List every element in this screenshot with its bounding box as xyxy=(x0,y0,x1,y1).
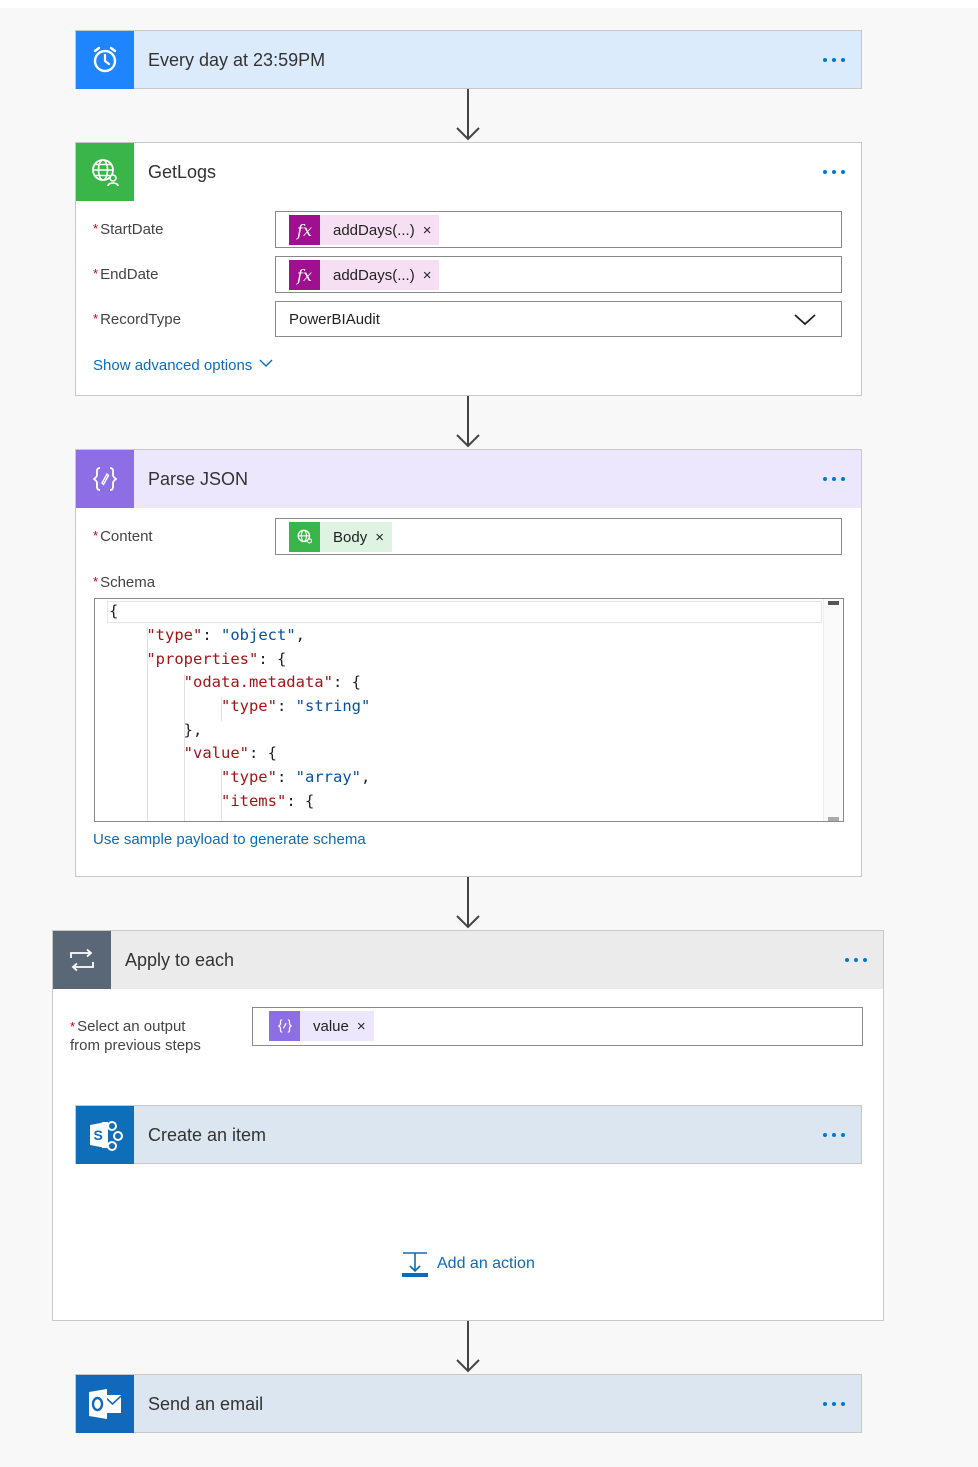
parse-json-card: Parse JSON *Content Body × *Schema { "ty xyxy=(75,449,862,877)
expression-token[interactable]: fx addDays(...) × xyxy=(289,260,440,290)
card-title: Every day at 23:59PM xyxy=(148,49,326,70)
apply-to-each-header[interactable]: Apply to each xyxy=(53,931,883,989)
enddate-field[interactable]: fx addDays(...) × xyxy=(275,256,842,293)
use-sample-payload-link[interactable]: Use sample payload to generate schema xyxy=(93,831,366,848)
add-action-button[interactable]: Add an action xyxy=(401,1250,535,1278)
remove-token-icon[interactable]: × xyxy=(422,221,432,239)
code-line: "odata.metadata": { xyxy=(183,673,361,691)
arrow-down-icon xyxy=(456,1321,480,1373)
startdate-field[interactable]: fx addDays(...) × xyxy=(275,211,842,248)
apply-to-each-card: Apply to each *Select an output from pre… xyxy=(52,930,884,1321)
arrow-down-icon xyxy=(456,396,480,448)
top-band xyxy=(0,0,978,8)
code-line: }, xyxy=(109,721,203,739)
code-line: "value": { xyxy=(183,744,277,762)
startdate-label: *StartDate xyxy=(93,221,164,238)
alarm-clock-icon xyxy=(76,31,134,89)
more-options-button[interactable] xyxy=(823,477,845,481)
getlogs-card: GetLogs *StartDate fx addDays(...) × *En… xyxy=(75,142,862,396)
sharepoint-icon: S xyxy=(76,1106,134,1164)
recordtype-select[interactable]: PowerBIAudit xyxy=(275,301,842,337)
content-label: *Content xyxy=(93,528,153,545)
add-action-icon xyxy=(402,1252,428,1277)
indent-guide xyxy=(221,697,222,721)
remove-token-icon[interactable]: × xyxy=(422,266,432,284)
expression-token[interactable]: fx addDays(...) × xyxy=(289,215,440,245)
editor-scrollbar[interactable] xyxy=(823,599,843,821)
show-advanced-options-link[interactable]: Show advanced options xyxy=(93,357,274,374)
outlook-icon xyxy=(76,1375,134,1433)
indent-guide xyxy=(147,627,148,821)
current-line-highlight xyxy=(107,601,822,623)
remove-token-icon[interactable]: × xyxy=(356,1017,366,1035)
card-title: GetLogs xyxy=(148,161,217,182)
globe-user-icon xyxy=(289,522,320,552)
getlogs-header[interactable]: GetLogs xyxy=(76,143,861,201)
globe-user-icon xyxy=(76,143,134,201)
trigger-card[interactable]: Every day at 23:59PM xyxy=(75,30,862,89)
create-item-card[interactable]: S Create an item xyxy=(75,1105,862,1164)
code-line: "type": "string" xyxy=(220,697,371,715)
card-title: Send an email xyxy=(148,1393,264,1414)
code-line: "type": "array", xyxy=(220,768,371,786)
select-output-field[interactable]: value × xyxy=(252,1007,863,1046)
loop-icon xyxy=(53,931,111,989)
indent-guide xyxy=(221,769,222,821)
recordtype-value: PowerBIAudit xyxy=(289,311,380,328)
value-token[interactable]: value × xyxy=(269,1011,374,1041)
code-line: "type": "object", xyxy=(146,626,305,644)
chevron-down-icon xyxy=(794,314,816,326)
more-options-button[interactable] xyxy=(823,58,845,62)
arrow-down-icon xyxy=(456,89,480,141)
fx-icon: fx xyxy=(289,260,320,290)
curly-braces-icon xyxy=(269,1011,300,1041)
more-options-button[interactable] xyxy=(845,958,867,962)
more-options-button[interactable] xyxy=(823,1402,845,1406)
content-field[interactable]: Body × xyxy=(275,518,842,555)
fx-icon: fx xyxy=(289,215,320,245)
chevron-down-icon xyxy=(259,359,273,367)
svg-text:S: S xyxy=(94,1127,103,1143)
remove-token-icon[interactable]: × xyxy=(375,528,384,546)
send-email-card[interactable]: Send an email xyxy=(75,1374,862,1433)
arrow-down-icon xyxy=(456,877,480,929)
enddate-label: *EndDate xyxy=(93,266,159,283)
schema-editor[interactable]: { "type": "object", "properties": { "oda… xyxy=(94,598,844,822)
curly-braces-icon xyxy=(76,450,134,508)
body-token[interactable]: Body × xyxy=(289,522,392,552)
more-options-button[interactable] xyxy=(823,1133,845,1137)
recordtype-label: *RecordType xyxy=(93,311,181,328)
schema-label: *Schema xyxy=(93,574,156,591)
code-line: "items": { xyxy=(220,792,315,810)
code-line: "properties": { xyxy=(146,650,287,668)
parse-json-header[interactable]: Parse JSON xyxy=(76,450,861,508)
code-line: { xyxy=(109,602,119,620)
more-options-button[interactable] xyxy=(823,170,845,174)
card-title: Create an item xyxy=(148,1124,267,1145)
card-title: Parse JSON xyxy=(148,468,249,489)
select-output-label: *Select an output from previous steps xyxy=(70,1018,201,1054)
card-title: Apply to each xyxy=(125,949,235,970)
indent-guide xyxy=(184,674,185,821)
